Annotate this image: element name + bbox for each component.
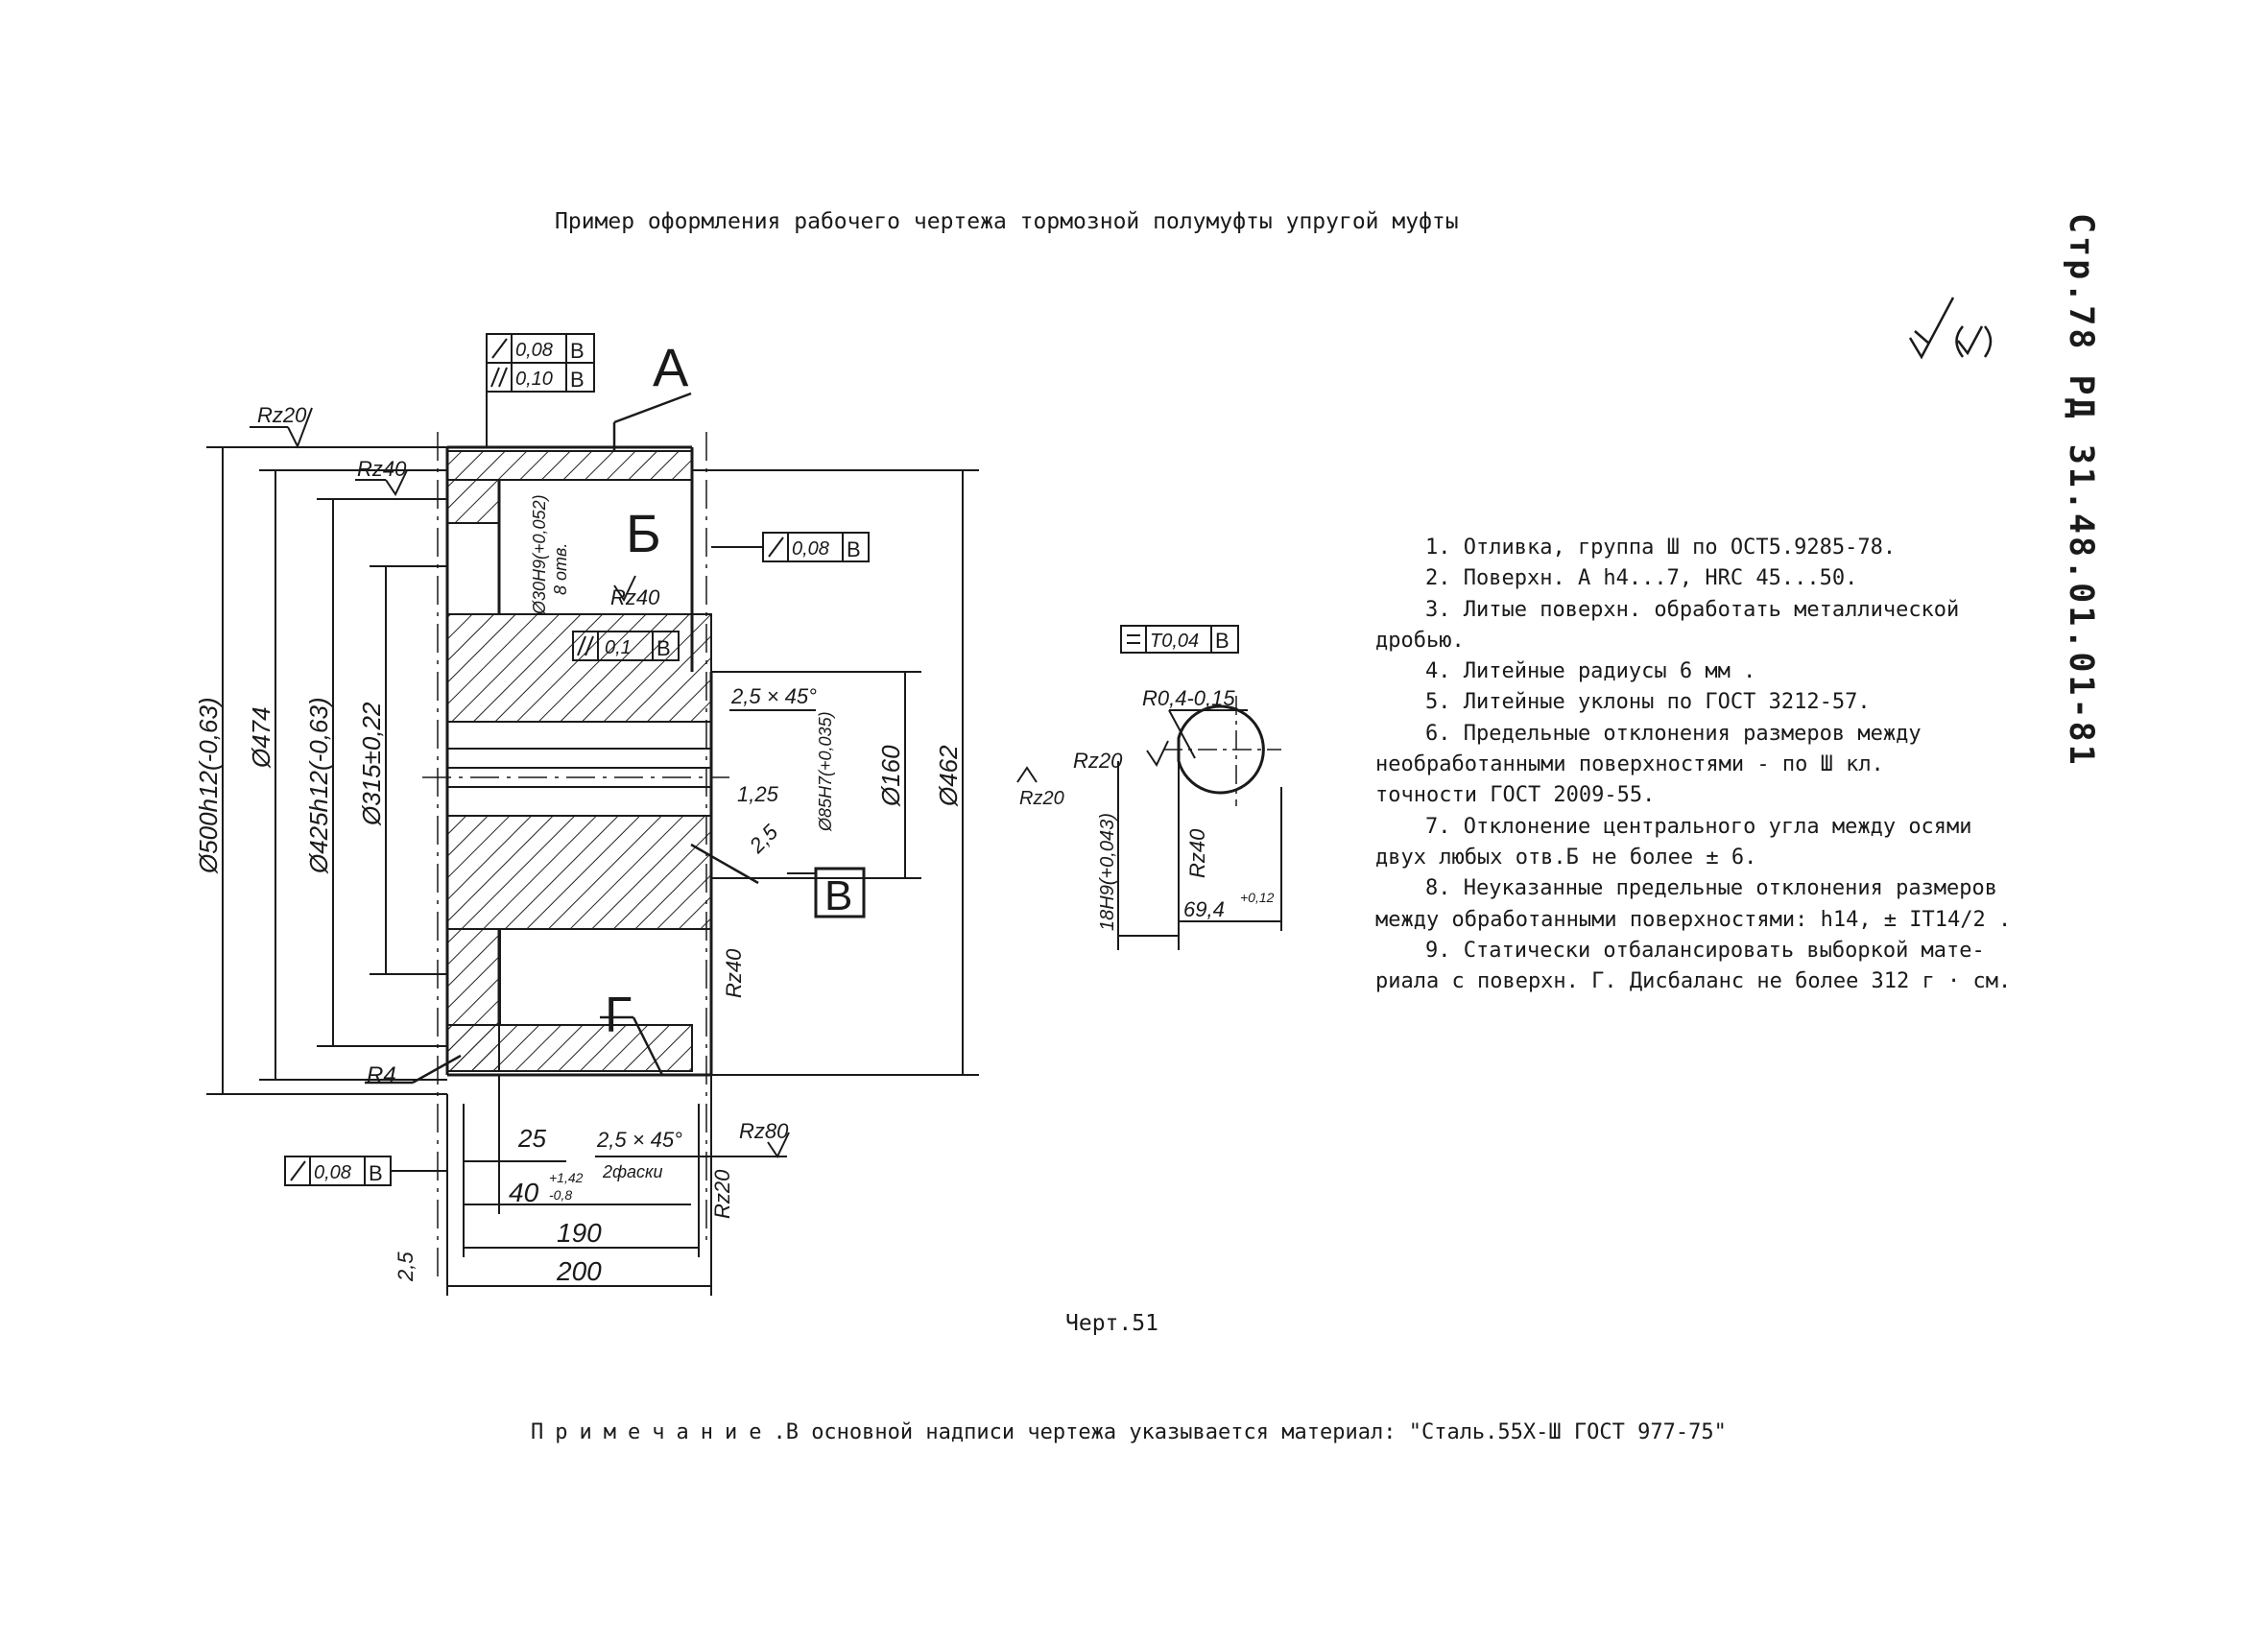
dim-d425: Ø425h12(-0,63)	[304, 697, 333, 874]
dim-d462: Ø462	[934, 745, 963, 807]
dim-40-upper: +1,42	[549, 1170, 584, 1185]
dim-chamfer-top: 2,5 × 45°	[730, 684, 817, 708]
surface-label-a: А	[653, 337, 689, 397]
svg-text:В: В	[570, 368, 585, 392]
dim-key-width: 18H9(+0,043)	[1097, 813, 1118, 931]
dim-chamfer-bottom: 2,5 × 45°	[596, 1128, 682, 1152]
footnote: Примечание.В основной надписи чертежа ук…	[531, 1420, 1727, 1444]
svg-text:В: В	[570, 339, 585, 363]
surface-label-b: Б	[626, 503, 661, 563]
datum-v-label: В	[824, 872, 852, 919]
note-8-cont: между обработанными поверхностями: h14, …	[1375, 907, 2012, 932]
roughness-key-c: Rz40	[1185, 828, 1209, 878]
svg-text:0,08: 0,08	[792, 538, 829, 560]
sheet-code: Стр.78 РД 31.48.01.01-81	[2062, 213, 2100, 768]
roughness-top: Rz20	[257, 403, 307, 427]
dim-r4: R4	[367, 1062, 396, 1088]
svg-text:В: В	[657, 636, 671, 660]
surface-label-g: Г	[605, 988, 632, 1043]
dim-d85: Ø85H7(+0,035)	[816, 711, 835, 832]
dim-key-depth-tol: +0,12	[1240, 890, 1275, 905]
tolerance-frame-runout-mid	[711, 532, 870, 562]
roughness-face: Rz20	[710, 1169, 734, 1219]
dim-d315: Ø315±0,22	[357, 702, 386, 826]
note-3: 3. Литые поверхн. обработать металлическ…	[1425, 597, 1960, 622]
drawing-caption: Черт.51	[1065, 1311, 1158, 1336]
dim-key-depth: 69,4	[1183, 897, 1225, 921]
svg-text:T0,04: T0,04	[1150, 631, 1199, 652]
svg-text:0,08: 0,08	[314, 1162, 351, 1183]
note-5: 5. Литейные уклоны по ГОСТ 3212-57.	[1425, 690, 1871, 715]
dim-r04: R0,4-0,15	[1142, 686, 1235, 710]
roughness-hole: Rz40	[610, 585, 660, 609]
dim-holes: 8 отв.	[551, 543, 570, 595]
roughness-bore: Rz40	[722, 948, 746, 998]
dim-fillet: 1,25	[737, 782, 779, 806]
dim-25: 25	[517, 1124, 546, 1153]
svg-text:0,10: 0,10	[515, 369, 553, 390]
roughness-key-a: Rz20	[1073, 749, 1123, 773]
footnote-label: Примечание	[531, 1420, 774, 1444]
dim-40: 40	[509, 1178, 539, 1207]
tolerance-frame-runout-bottom	[284, 1156, 447, 1186]
roughness-right-bottom: Rz80	[739, 1119, 789, 1143]
dim-two-chamfers: 2фаски	[602, 1162, 663, 1181]
roughness-key-b: Rz20	[1019, 788, 1064, 809]
dim-190: 190	[557, 1218, 602, 1248]
svg-text:В: В	[1215, 629, 1229, 653]
page-header: Пример оформления рабочего чертежа тормо…	[555, 209, 1459, 234]
footnote-text: .В основной надписи чертежа указывается …	[773, 1420, 1727, 1444]
dim-d160: Ø160	[876, 745, 905, 807]
svg-text:0,08: 0,08	[515, 340, 553, 361]
dim-d500: Ø500h12(-0,63)	[194, 697, 223, 874]
technical-notes: 1. Отливка, группа Ш по ОСТ5.9285-78. 2.…	[1375, 533, 2066, 997]
datum-v-box	[814, 867, 866, 918]
tolerance-frame-symmetry	[1120, 625, 1239, 654]
note-9: 9. Статически отбалансировать выборкой м…	[1425, 938, 1985, 963]
roughness-bore-step: 2,5	[744, 820, 783, 859]
svg-text:В: В	[369, 1161, 383, 1185]
leader-lines	[365, 392, 759, 1085]
note-4: 4. Литейные радиусы 6 мм .	[1425, 659, 1756, 684]
tolerance-frame-parallel-top	[486, 362, 595, 393]
dim-200: 200	[556, 1256, 602, 1286]
note-6-cont2: точности ГОСТ 2009-55.	[1375, 783, 1656, 808]
roughness-bottom-left: 2,5	[394, 1252, 418, 1282]
tolerance-frame-parallel-mid	[572, 631, 680, 661]
note-9-cont: риала с поверхн. Г. Дисбаланс не более 3…	[1375, 969, 2012, 994]
dim-d474: Ø474	[247, 706, 275, 769]
roughness-inner: Rz40	[357, 457, 407, 481]
note-1: 1. Отливка, группа Ш по ОСТ5.9285-78.	[1425, 536, 1897, 560]
note-8: 8. Неуказанные предельные отклонения раз…	[1425, 876, 1998, 901]
note-7-cont: двух любых отв.Б не более ± 6.	[1375, 845, 1757, 870]
note-6: 6. Предельные отклонения размеров между	[1425, 721, 1922, 746]
dim-d30: Ø30H9(+0,052)	[530, 494, 549, 615]
note-3-cont: дробью.	[1375, 628, 1465, 653]
part-section	[422, 432, 729, 1276]
note-6-cont: необработанными поверхностями - по Ш кл.	[1375, 752, 1884, 777]
note-2: 2. Поверхн. А h4...7, HRC 45...50.	[1425, 566, 1858, 591]
note-7: 7. Отклонение центрального угла между ос…	[1425, 814, 1972, 839]
svg-text:0,1: 0,1	[605, 637, 632, 658]
general-roughness-mark	[1908, 297, 1993, 360]
roughness-marks	[250, 407, 1169, 1159]
dimension-lines	[206, 446, 979, 1296]
dim-40-lower: -0,8	[549, 1187, 572, 1203]
svg-text:В: В	[847, 537, 861, 561]
key-slot-detail	[1117, 696, 1282, 950]
